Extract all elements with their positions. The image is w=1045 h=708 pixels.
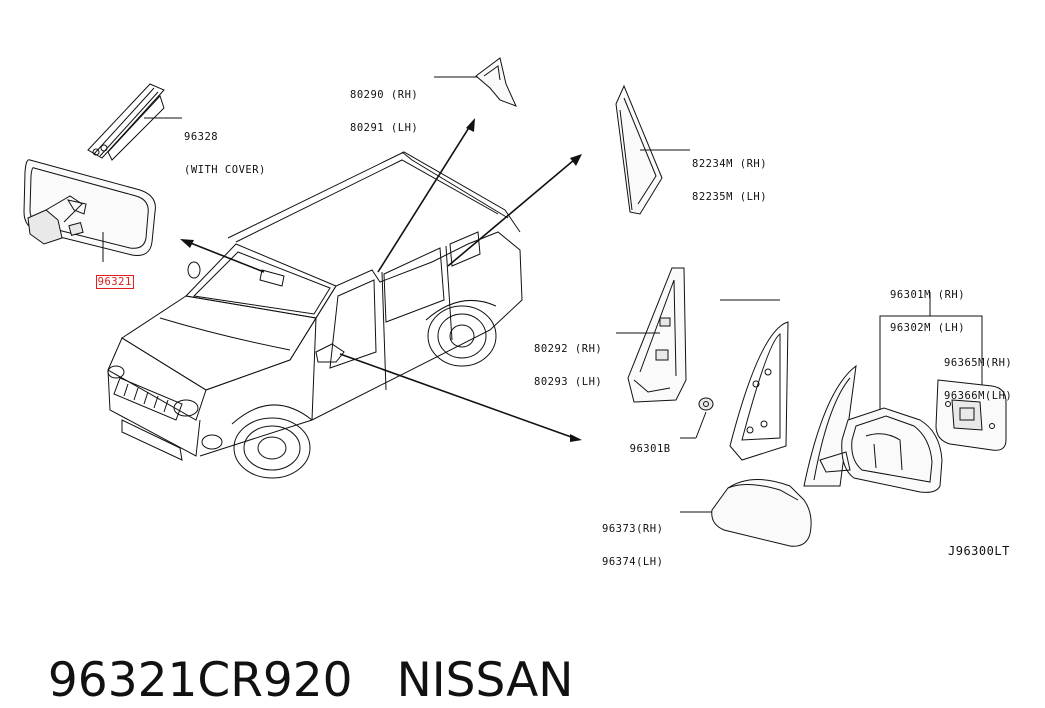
skull-cap-rh: 96373(RH) xyxy=(602,523,664,535)
finisher-80292-rh: 80292 (RH) xyxy=(534,343,603,355)
skull-cap-lh: 96374(LH) xyxy=(602,556,664,568)
callout-finisher-80290[interactable]: 80290 (RH) 80291 (LH) xyxy=(350,68,418,145)
finisher-80290-drawing xyxy=(434,57,517,107)
parts-diagram xyxy=(23,57,1007,547)
door-mirror-drawing xyxy=(680,292,1007,547)
callout-mirror-cover[interactable]: 96328 (WITH COVER) xyxy=(184,110,266,187)
diagram-code: J96300LT xyxy=(948,544,1010,558)
callout-sash-82234[interactable]: 82234M (RH) 82235M (LH) xyxy=(692,137,767,214)
sash-82234-drawing xyxy=(615,84,690,215)
callout-nut[interactable]: 96301B xyxy=(616,433,671,455)
footer-part-number: 96321CR920 xyxy=(47,653,353,708)
footer-brand: NISSAN xyxy=(396,653,574,708)
nut-drawing xyxy=(680,397,714,439)
sash-82234-rh: 82234M (RH) xyxy=(692,158,768,170)
nut-part-number: 96301B xyxy=(629,443,671,455)
callout-finisher-80292[interactable]: 80292 (RH) 80293 (LH) xyxy=(534,322,602,399)
footer-caption: 96321CR920 NISSAN xyxy=(18,598,574,708)
callout-skull-cap[interactable]: 96373(RH) 96374(LH) xyxy=(602,502,663,579)
callout-door-mirror[interactable]: 96301M (RH) 96302M (LH) xyxy=(890,268,965,345)
mirror-glass-rh: 96365M(RH) xyxy=(944,357,1013,369)
vehicle-drawing xyxy=(107,151,523,479)
door-mirror-rh: 96301M (RH) xyxy=(890,289,966,301)
mirror-cover-note: (WITH COVER) xyxy=(184,164,266,176)
finisher-80290-rh: 80290 (RH) xyxy=(350,89,419,101)
callout-mirror-glass[interactable]: 96365M(RH) 96366M(LH) xyxy=(944,336,1012,413)
mirror-cover-drawing xyxy=(87,83,182,161)
mirror-cover-number: 96328 xyxy=(184,131,219,143)
inner-mirror-drawing xyxy=(23,159,156,262)
finisher-80290-lh: 80291 (LH) xyxy=(350,122,419,134)
inner-mirror-part-number[interactable]: 96321 xyxy=(95,275,134,289)
leader-arrows xyxy=(180,118,582,442)
mirror-glass-lh: 96366M(LH) xyxy=(944,390,1013,402)
finisher-80292-lh: 80293 (LH) xyxy=(534,376,603,388)
callout-inner-mirror[interactable]: 96321 xyxy=(82,266,134,289)
door-mirror-lh: 96302M (LH) xyxy=(890,322,966,334)
finisher-80292-drawing xyxy=(616,267,687,403)
sash-82234-lh: 82235M (LH) xyxy=(692,191,768,203)
